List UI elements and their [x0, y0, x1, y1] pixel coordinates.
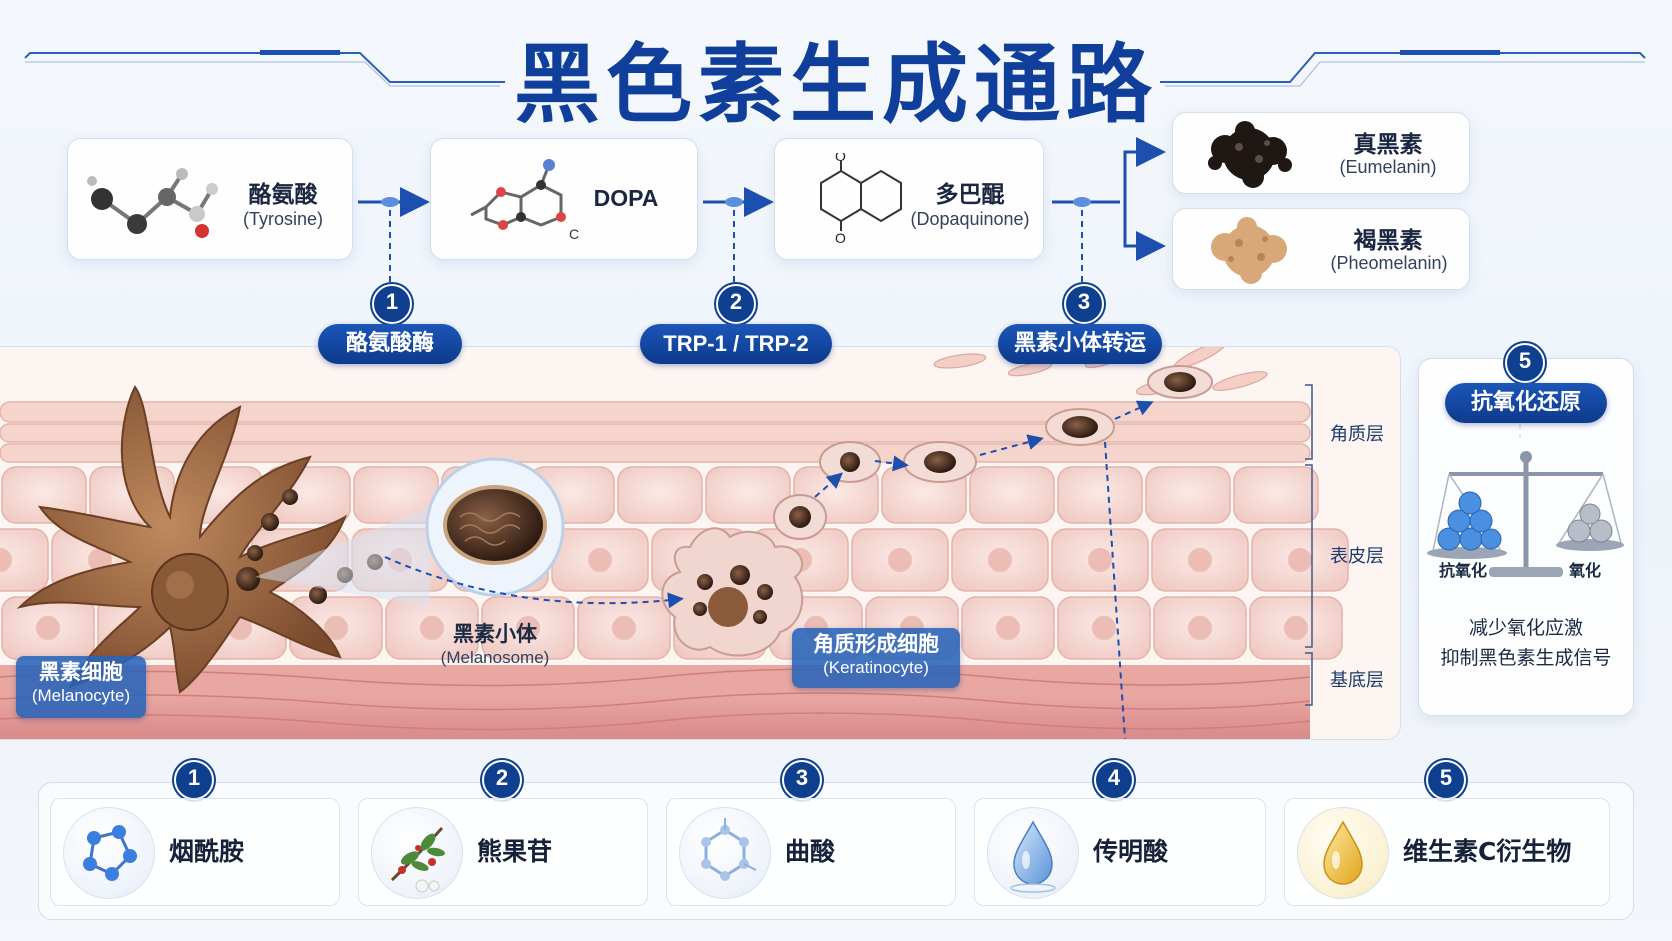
- skin-panel: [0, 346, 1401, 740]
- epidermal-cell: [1, 466, 87, 524]
- antioxidant-desc-1: 减少氧化应激: [1468, 617, 1583, 639]
- molecule-card-dopaquinone: O O 多巴醌 (Dopaquinone): [774, 138, 1044, 260]
- epidermal-cell: [705, 466, 791, 524]
- epidermal-cell: [617, 466, 703, 524]
- svg-text:O: O: [835, 230, 846, 245]
- step-pill-trp: TRP-1 / TRP-2: [640, 324, 832, 364]
- epidermal-cell: [1145, 466, 1231, 524]
- ingredient-card-niacinamide: 烟酰胺: [50, 798, 340, 906]
- ingredient-badge-2: 2: [482, 760, 522, 800]
- cell-nucleus: [36, 616, 60, 640]
- molecule-name: 酪氨酸: [248, 182, 318, 208]
- cell-nucleus: [1188, 616, 1212, 640]
- bearberry-plant-icon: [371, 807, 463, 899]
- ingredient-name: 烟酰胺: [169, 837, 245, 866]
- molecule-card-pheomelanin: 褐黑素 (Pheomelanin): [1172, 208, 1470, 290]
- pheomelanin-granules-icon: [1211, 217, 1287, 284]
- cell-nucleus: [1284, 616, 1308, 640]
- cell-nucleus: [1188, 548, 1212, 572]
- cell-nucleus: [0, 548, 12, 572]
- layer-label-stratum-corneum: 角质层: [1330, 424, 1384, 445]
- cell-nucleus: [988, 548, 1012, 572]
- kojic-acid-molecule-icon: [679, 807, 771, 899]
- cell-nucleus: [1092, 616, 1116, 640]
- step-pill-tyrosinase: 酪氨酸酶: [318, 324, 462, 364]
- ingredient-name: 传明酸: [1093, 837, 1169, 866]
- epidermal-cell: [1057, 466, 1143, 524]
- ingredient-card-tranexamic-acid: 传明酸: [974, 798, 1266, 906]
- ingredient-name: 熊果苷: [477, 837, 553, 866]
- cell-nucleus: [612, 616, 636, 640]
- cell-nucleus: [588, 548, 612, 572]
- antioxidant-right-label: 氧化: [1569, 561, 1602, 580]
- svg-text:C: C: [569, 226, 579, 242]
- molecule-card-eumelanin: 真黑素 (Eumelanin): [1172, 112, 1470, 194]
- ingredient-badge-4: 4: [1094, 760, 1134, 800]
- ingredient-name: 维生素C衍生物: [1403, 837, 1572, 866]
- ingredient-badge-3: 3: [782, 760, 822, 800]
- step-badge-2: 2: [716, 284, 756, 324]
- ingredient-card-kojic-acid: 曲酸: [666, 798, 956, 906]
- page-title: 黑色素生成通路: [514, 35, 1158, 135]
- keratinocyte-label: 角质形成细胞 (Keratinocyte): [792, 628, 960, 688]
- molecule-en: (Tyrosine): [242, 209, 323, 229]
- cell-nucleus: [888, 548, 912, 572]
- molecule-name: 真黑素: [1353, 132, 1423, 158]
- epidermal-cell: [1233, 466, 1319, 524]
- tyrosine-molecule-icon: [87, 168, 218, 238]
- step-pill-transport: 黑素小体转运: [998, 324, 1162, 364]
- cell-nucleus: [1088, 548, 1112, 572]
- molecule-name: 多巴醌: [935, 182, 1005, 208]
- melanocyte-label-cn: 黑素细胞: [39, 660, 123, 684]
- water-drop-icon: [987, 807, 1079, 899]
- balance-scale-icon: [1427, 451, 1624, 577]
- melanocyte-label-en: (Melanocyte): [31, 686, 131, 705]
- dopa-molecule-icon: C: [470, 159, 579, 242]
- skin-cross-section: [0, 347, 1400, 739]
- melanosome-label-en: (Melanosome): [440, 648, 550, 667]
- cell-nucleus: [420, 616, 444, 640]
- golden-drop-icon: [1297, 807, 1389, 899]
- layer-label-epidermis: 表皮层: [1330, 546, 1384, 567]
- molecule-name: 褐黑素: [1353, 228, 1423, 254]
- step-badge-1: 1: [372, 284, 412, 324]
- keratinocyte-label-en: (Keratinocyte): [823, 658, 929, 677]
- cell-nucleus: [1288, 548, 1312, 572]
- svg-text:O: O: [835, 153, 846, 164]
- niacinamide-molecule-icon: [63, 807, 155, 899]
- molecule-en: (Eumelanin): [1339, 157, 1437, 177]
- antioxidant-panel: 5 抗氧化还原 抗氧化 氧化 减少氧化应激 抑制黑色素生成信号: [1418, 343, 1634, 716]
- epidermal-cell: [0, 528, 49, 592]
- molecule-card-dopa: C DOPA: [430, 138, 698, 260]
- cell-nucleus: [996, 616, 1020, 640]
- molecule-en: (Dopaquinone): [910, 209, 1030, 229]
- melanocyte-cell: [16, 385, 347, 694]
- eumelanin-granules-icon: [1208, 121, 1292, 188]
- melanosome-label-cn: 黑素小体: [453, 622, 537, 646]
- dopaquinone-structure-icon: O O: [820, 153, 902, 245]
- molecule-card-tyrosine: 酪氨酸 (Tyrosine): [67, 138, 353, 260]
- epidermal-cell: [969, 466, 1055, 524]
- step-badge-3: 3: [1064, 284, 1104, 324]
- layer-label-basal: 基底层: [1330, 670, 1384, 691]
- ingredient-badge-5: 5: [1426, 760, 1466, 800]
- antioxidant-left-label: 抗氧化: [1439, 561, 1488, 580]
- molecule-en: (Pheomelanin): [1330, 253, 1448, 273]
- cell-nucleus: [516, 616, 540, 640]
- ingredient-card-arbutin: 熊果苷: [358, 798, 648, 906]
- melanocyte-label: 黑素细胞 (Melanocyte): [16, 656, 146, 718]
- cell-nucleus: [324, 616, 348, 640]
- molecule-name: DOPA: [593, 185, 659, 211]
- step-pill-antioxidant: 抗氧化还原: [1445, 383, 1607, 423]
- ingredient-badge-1: 1: [174, 760, 214, 800]
- melanosome-label: 黑素小体 (Melanosome): [425, 618, 565, 668]
- ingredient-card-vitamin-c: 维生素C衍生物: [1284, 798, 1610, 906]
- ingredient-name: 曲酸: [785, 837, 836, 866]
- header-decoration: [24, 50, 1646, 87]
- step-badge-5: 5: [1505, 343, 1545, 383]
- keratinocyte-label-cn: 角质形成细胞: [813, 632, 939, 656]
- antioxidant-desc-2: 抑制黑色素生成信号: [1440, 647, 1612, 669]
